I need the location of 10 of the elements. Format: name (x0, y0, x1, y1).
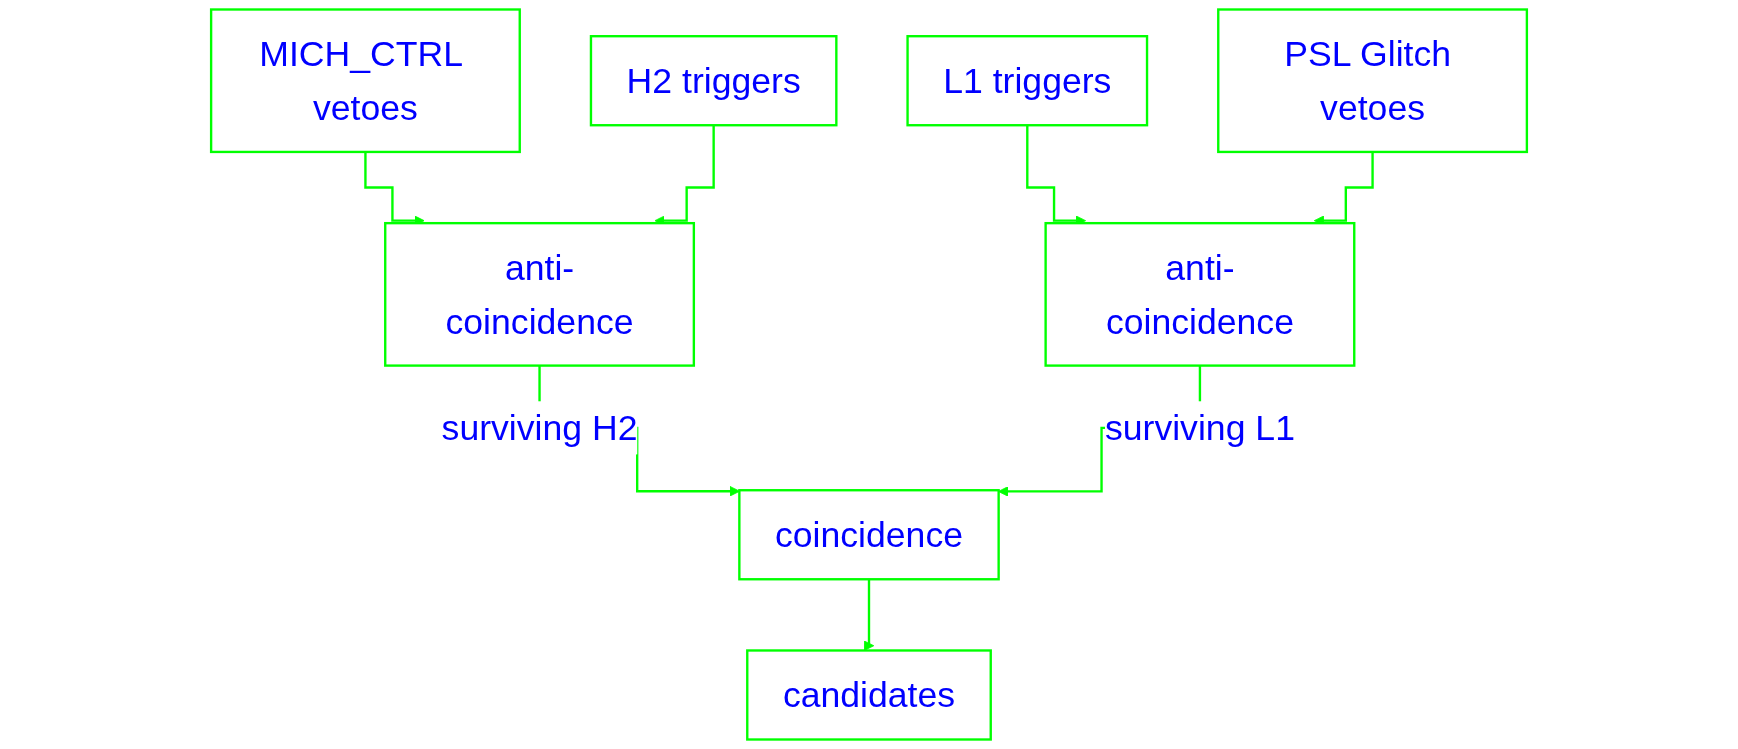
node-box: PSL Glitch vetoes (1217, 8, 1529, 154)
node-box: anti-coincidence (1044, 221, 1356, 367)
node-box: candidates (746, 649, 992, 741)
edge-label: surviving H2 (441, 408, 638, 448)
node-box: coincidence (738, 489, 1000, 581)
edge-label: surviving L1 (1104, 408, 1295, 448)
node-box: L1 triggers (906, 35, 1149, 127)
node-box: anti-coincidence (384, 221, 696, 367)
node-box: H2 triggers (589, 35, 838, 127)
node-box: MICH_CTRL vetoes (209, 8, 521, 154)
